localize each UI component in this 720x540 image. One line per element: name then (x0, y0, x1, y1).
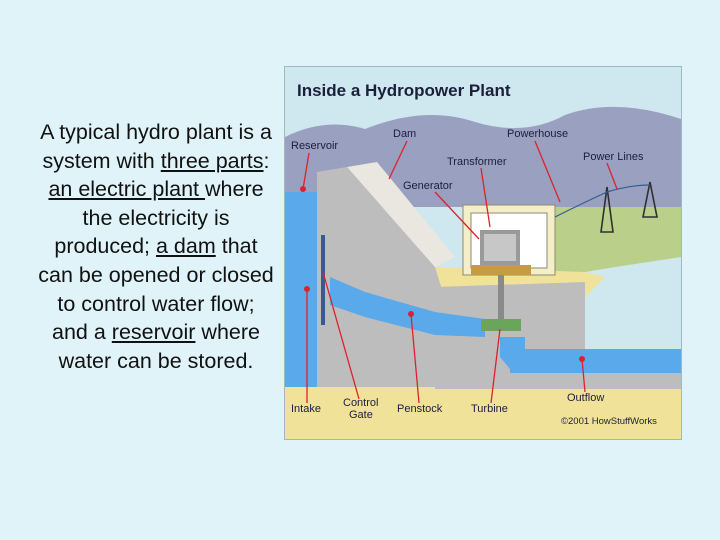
pointer-generator (434, 191, 480, 240)
label-reservoir: Reservoir (291, 140, 338, 152)
turbine (481, 319, 521, 331)
lower-ground (285, 387, 681, 439)
pointer-dam (388, 140, 408, 180)
pointer-powerhouse (534, 140, 561, 203)
text-part-5: where water can be stored. (58, 320, 260, 373)
pointer-dot-outflow (579, 356, 585, 362)
tower-left (600, 186, 614, 233)
copyright-text: ©2001 HowStuffWorks (561, 416, 657, 427)
label-outflow: Outflow (567, 392, 604, 404)
label-powerhouse: Powerhouse (507, 128, 568, 140)
description-text: A typical hydro plant is a system with t… (38, 118, 274, 375)
label-dam: Dam (393, 128, 416, 140)
turbine-shaft (498, 275, 504, 323)
pointer-transformer (480, 167, 491, 228)
label-control-gate-line2: Gate (349, 409, 373, 421)
dam-term: a dam (156, 234, 216, 259)
label-transformer: Transformer (447, 156, 507, 168)
text-part-3: where the electricity is produced; (54, 177, 264, 259)
text-part-4: that can be opened or closed to control … (38, 234, 274, 345)
pointer-turbine (490, 328, 501, 404)
text-part-1: A typical hydro plant is a system with (40, 120, 272, 173)
dam-body (317, 167, 450, 389)
outflow-water (510, 349, 681, 373)
pointer-power-lines (606, 162, 618, 190)
pointer-penstock (410, 313, 420, 404)
pointer-outflow (581, 358, 586, 393)
right-ground (555, 207, 681, 272)
diagram-svg: Inside a Hydropower Plant Reservoir Dam … (285, 67, 681, 439)
label-generator: Generator (403, 180, 453, 192)
generator-base (471, 265, 531, 275)
pointer-reservoir (302, 152, 310, 190)
hydropower-diagram: Inside a Hydropower Plant Reservoir Dam … (284, 66, 682, 440)
penstock-pipe (330, 277, 485, 337)
label-penstock: Penstock (397, 403, 443, 415)
label-turbine: Turbine (471, 403, 508, 415)
label-control-gate-line1: Control (343, 397, 378, 409)
electric-plant-term: an electric plant (48, 177, 205, 202)
text-part-2: : (263, 148, 270, 173)
reservoir-term: reservoir (111, 320, 196, 345)
generator-coils (484, 234, 516, 261)
dam-face (347, 162, 455, 267)
diagram-title: Inside a Hydropower Plant (297, 81, 511, 100)
pointer-dot-reservoir (300, 186, 306, 192)
control-gate (321, 235, 325, 325)
tower-right (642, 181, 658, 218)
three-parts-term: three parts (160, 148, 264, 173)
pointer-control-gate (322, 271, 360, 400)
pointer-dot-penstock (408, 311, 414, 317)
label-intake: Intake (291, 403, 321, 415)
label-power-lines: Power Lines (583, 151, 644, 163)
pointer-dot-intake (304, 286, 310, 292)
power-lines-wires (554, 184, 651, 218)
